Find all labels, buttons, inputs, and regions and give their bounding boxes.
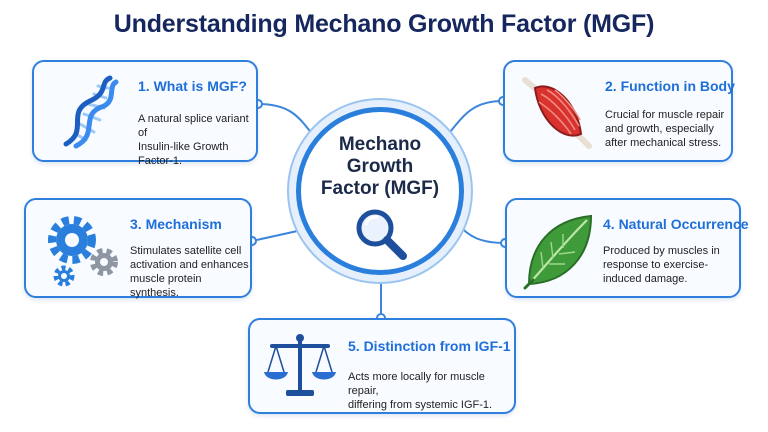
card-title: 3. Mechanism <box>130 216 222 232</box>
card-title: 5. Distinction from IGF-1 <box>348 338 511 354</box>
card-body: A natural splice variant of Insulin-like… <box>138 113 249 167</box>
card-title: 4. Natural Occurrence <box>603 216 749 232</box>
muscle-icon <box>519 72 595 157</box>
card-body: Acts more locally for muscle repair, dif… <box>348 371 493 411</box>
card-what-is-mgf: 1. What is MGF? A natural splice variant… <box>32 60 258 167</box>
connector-4 <box>457 223 506 244</box>
card-body: Produced by muscles in response to exerc… <box>603 245 720 285</box>
balance-scale-icon <box>262 328 338 411</box>
card-title: 1. What is MGF? <box>138 78 247 94</box>
connector-2 <box>441 100 504 143</box>
page-title: Understanding Mechano Growth Factor (MGF… <box>113 10 655 38</box>
dna-icon <box>50 74 122 155</box>
card-mechanism: 3. Mechanism Stimulates satellite cell a… <box>24 198 252 299</box>
connector-1 <box>257 103 319 143</box>
leaf-icon <box>521 210 597 295</box>
card-body: Crucial for muscle repair and growth, es… <box>605 109 725 149</box>
center-node: Mechano Growth Factor (MGF) <box>296 107 464 275</box>
card-body: Stimulates satellite cell activation and… <box>130 245 249 299</box>
magnifying-glass-icon <box>353 206 409 267</box>
card-function-in-body: 2. Function in Body Crucial for muscle r… <box>503 60 735 162</box>
gears-icon <box>42 212 126 293</box>
center-label: Mechano Growth Factor (MGF) <box>320 134 440 199</box>
connector-3 <box>251 229 303 242</box>
card-distinction-from-igf1: 5. Distinction from IGF-1 Acts more loca… <box>248 318 516 414</box>
card-natural-occurrence: 4. Natural Occurrence Produced by muscle… <box>505 198 749 298</box>
card-title: 2. Function in Body <box>605 78 735 94</box>
